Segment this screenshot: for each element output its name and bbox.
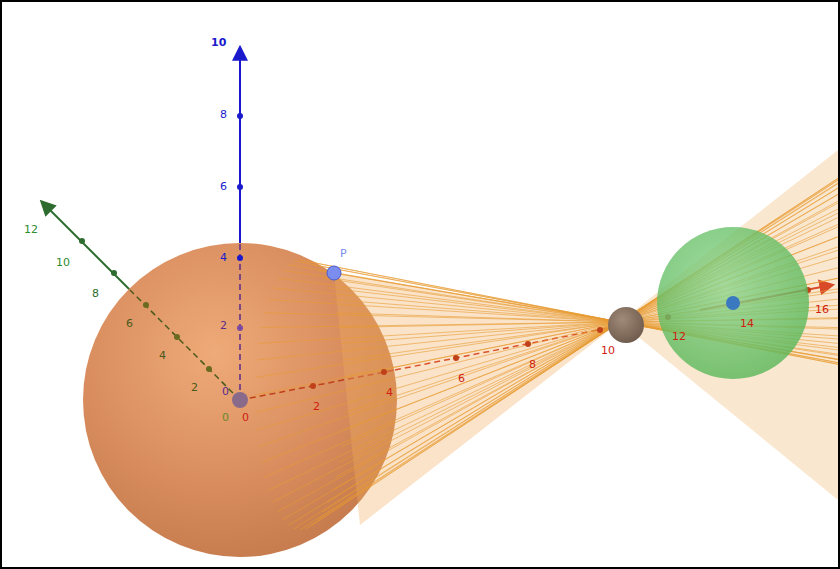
y-axis-label: 12 — [24, 224, 38, 236]
z-axis — [239, 48, 241, 243]
x-axis-label: 0 — [242, 412, 249, 424]
y-axis-hidden — [130, 290, 240, 400]
earth-sphere — [657, 227, 809, 379]
x-axis-label: 6 — [458, 373, 465, 385]
earth-center — [726, 296, 740, 310]
z-ticks — [237, 113, 243, 331]
z-axis-hidden — [239, 243, 241, 400]
z-axis-label: 2 — [220, 320, 227, 332]
moon-sphere — [608, 307, 644, 343]
y-axis — [42, 202, 130, 290]
z-axis-label: 4 — [220, 252, 227, 264]
origin-point — [232, 392, 248, 408]
point-p — [327, 266, 341, 280]
z-axis-label: 10 — [211, 37, 226, 49]
y-axis-label: 2 — [191, 382, 198, 394]
z-axis-label: 8 — [220, 109, 227, 121]
z-axis-label: 6 — [220, 181, 227, 193]
point-label: P — [340, 248, 347, 260]
x-axis-label: 2 — [313, 401, 320, 413]
x-axis-label: 14 — [740, 318, 754, 330]
x-axis-label: 12 — [672, 331, 686, 343]
z-axis-label: 0 — [222, 386, 229, 398]
light-rays — [255, 150, 838, 530]
x-axis-label: 8 — [529, 359, 536, 371]
y-axis-label: 6 — [126, 318, 133, 330]
x-axis-label: 10 — [601, 345, 615, 357]
x-axis-label: 16 — [815, 304, 829, 316]
y-axis-label: 0 — [222, 412, 229, 424]
y-axis-label: 4 — [159, 350, 166, 362]
y-axis-label: 10 — [56, 257, 70, 269]
y-axis-label: 8 — [92, 288, 99, 300]
y-ticks — [79, 238, 212, 372]
x-axis-label: 4 — [386, 387, 393, 399]
